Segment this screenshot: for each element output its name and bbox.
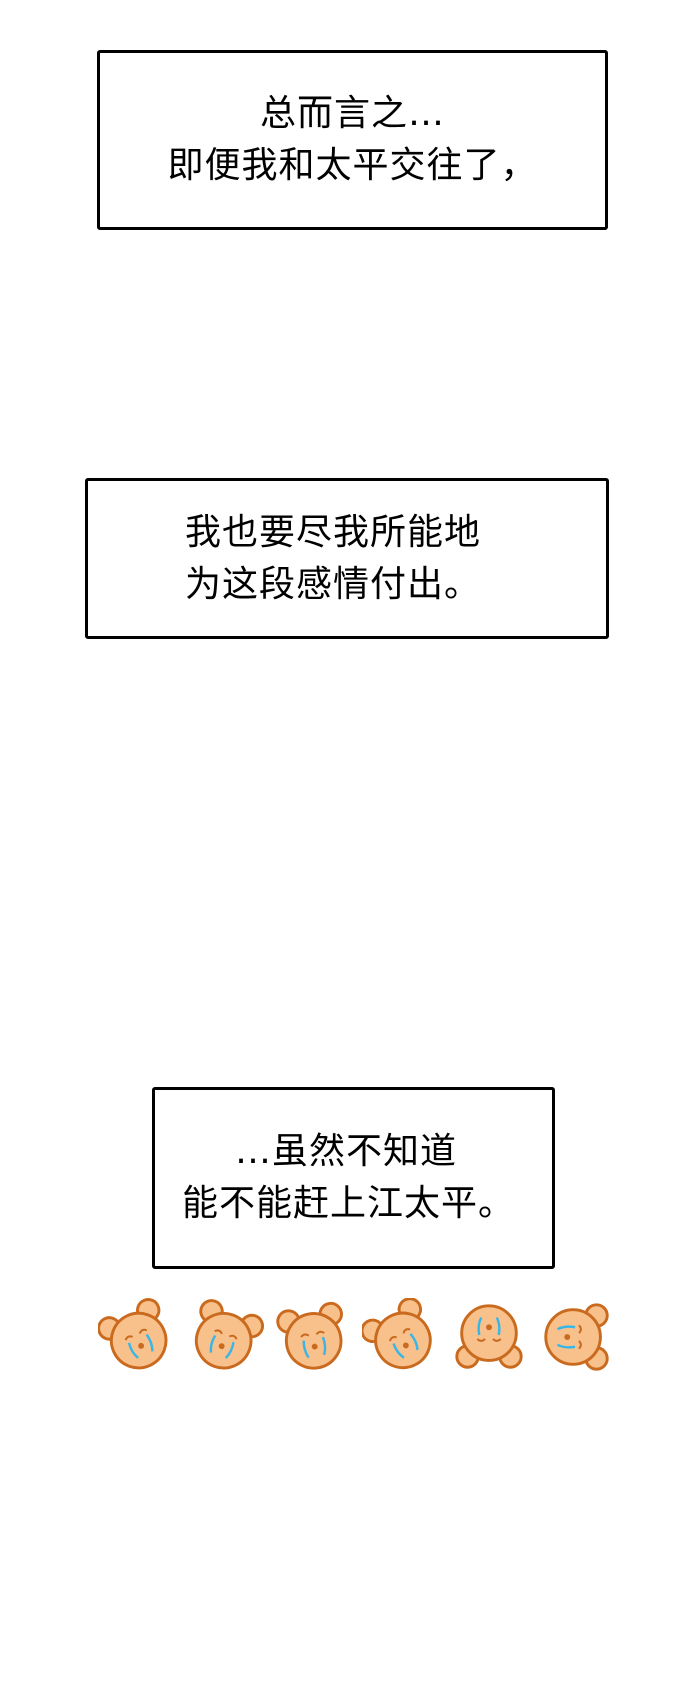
crying-bear-row — [98, 1298, 618, 1376]
caption-line: 总而言之… — [259, 93, 445, 134]
crying-bear-face-icon — [544, 1303, 609, 1371]
crying-bear-face-icon — [455, 1304, 523, 1369]
crying-bear-face-icon — [276, 1301, 343, 1370]
caption-line: 为这段感情付出。 — [185, 563, 482, 605]
caption-box-1: 总而言之… 即便我和太平交往了， — [97, 50, 608, 230]
caption-box-2: 我也要尽我所能地 为这段感情付出。 — [85, 478, 609, 639]
crying-bear-face-icon — [362, 1298, 432, 1370]
caption-line: 能不能赶上江太平。 — [182, 1183, 516, 1224]
crying-bear-face-icon — [98, 1298, 168, 1370]
caption-line: …虽然不知道 — [235, 1131, 458, 1172]
caption-line: 即便我和太平交往了， — [167, 145, 538, 186]
caption-box-3: …虽然不知道 能不能赶上江太平。 — [152, 1087, 555, 1269]
caption-line: 我也要尽我所能地 — [185, 511, 482, 553]
crying-bear-face-icon — [194, 1299, 264, 1370]
